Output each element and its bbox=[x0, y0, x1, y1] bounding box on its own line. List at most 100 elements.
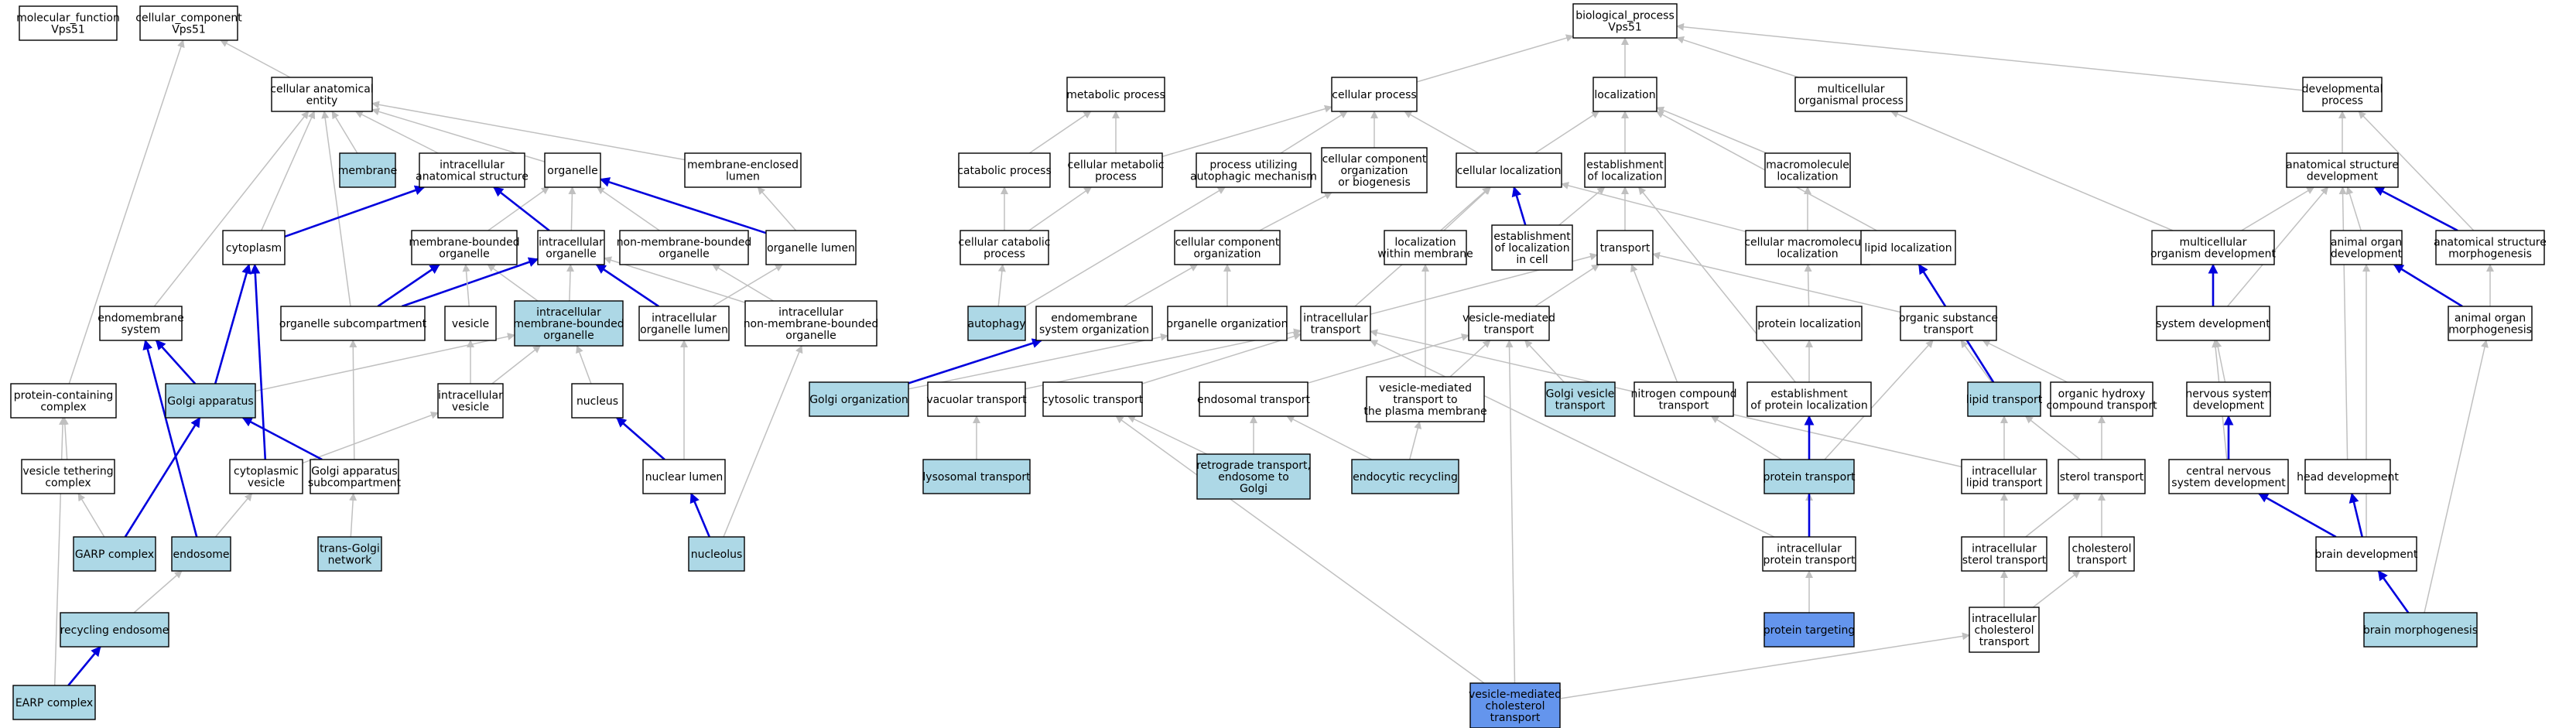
go-term-node-cytt[interactable]: cytosolic transport bbox=[1042, 381, 1144, 417]
go-term-node-vact[interactable]: vacuolar transport bbox=[926, 381, 1027, 417]
go-term-label: morphogenesis bbox=[2448, 248, 2532, 261]
edge-vtc-to-pcc bbox=[60, 417, 69, 460]
go-term-node-metab[interactable]: metabolic process bbox=[1066, 77, 1165, 112]
go-term-node-nucleolus[interactable]: nucleolus bbox=[688, 536, 745, 572]
go-term-node-cloc[interactable]: cellular localization bbox=[1456, 152, 1562, 188]
go-term-node-transport[interactable]: transport bbox=[1596, 230, 1654, 265]
go-term-label: organelle subcompartment bbox=[279, 318, 427, 330]
go-term-node-garp[interactable]: GARP complex bbox=[73, 536, 156, 572]
go-term-node-olumen[interactable]: organelle lumen bbox=[765, 230, 857, 265]
go-term-node-brainmorph[interactable]: brain morphogenesis bbox=[2363, 612, 2478, 648]
go-term-node-lipt[interactable]: lipid transport bbox=[1966, 381, 2043, 417]
go-term-node-organelle[interactable]: organelle bbox=[544, 152, 601, 188]
go-term-node-prott[interactable]: protein transport bbox=[1764, 459, 1856, 494]
go-term-node-catab[interactable]: catabolic process bbox=[957, 152, 1052, 188]
edge-cco-to-ccob bbox=[1259, 192, 1332, 231]
go-term-node-nlumen[interactable]: nuclear lumen bbox=[642, 459, 726, 494]
go-term-node-prottarg[interactable]: protein targeting bbox=[1764, 612, 1855, 648]
go-term-node-sysdev[interactable]: system development bbox=[2156, 306, 2270, 341]
go-term-node-lysot[interactable]: lysosomal transport bbox=[922, 459, 1031, 494]
go-term-label: intracellular bbox=[438, 390, 503, 402]
go-term-node-endorec[interactable]: endocytic recycling bbox=[1351, 459, 1459, 494]
go-term-node-headdev[interactable]: head development bbox=[2297, 459, 2399, 494]
go-term-box bbox=[2058, 459, 2146, 494]
go-term-node-golgi[interactable]: Golgi apparatus bbox=[165, 383, 256, 419]
go-term-node-endot[interactable]: endosomal transport bbox=[1197, 381, 1311, 417]
go-term-node-recendo[interactable]: recycling endosome bbox=[60, 612, 169, 648]
go-term-node-vesicle[interactable]: vesicle bbox=[444, 306, 497, 341]
go-term-node-golgiorg[interactable]: Golgi organization bbox=[809, 381, 909, 417]
go-term-node-braindev[interactable]: brain development bbox=[2315, 536, 2418, 572]
go-term-node-liploc[interactable]: lipid localization bbox=[1860, 230, 1956, 265]
go-term-node-localization[interactable]: localization bbox=[1592, 77, 1657, 112]
go-term-node-endosome[interactable]: endosome bbox=[171, 536, 231, 572]
go-term-node-autophagy[interactable]: autophagy bbox=[967, 306, 1026, 341]
go-term-node-oorg[interactable]: organelle organization bbox=[1167, 306, 1288, 341]
go-term-node-nucleus[interactable]: nucleus bbox=[571, 383, 624, 419]
go-term-node-stert[interactable]: sterol transport bbox=[2058, 459, 2146, 494]
go-term-node-osub[interactable]: organelle subcompartment bbox=[279, 306, 427, 341]
go-term-node-earp[interactable]: EARP complex bbox=[12, 685, 96, 720]
go-term-box bbox=[2151, 230, 2275, 265]
go-term-node-membrane[interactable]: membrane bbox=[338, 152, 398, 188]
go-term-node-cytoplasm[interactable]: cytoplasm bbox=[222, 230, 286, 265]
go-term-box bbox=[1596, 230, 1654, 265]
go-term-node-inmbo[interactable]: intracellularnon-membrane-boundedorganel… bbox=[744, 300, 879, 347]
go-term-node-ploc[interactable]: protein localization bbox=[1756, 306, 1863, 341]
go-term-node-cellproc[interactable]: cellular process bbox=[1331, 77, 1418, 112]
